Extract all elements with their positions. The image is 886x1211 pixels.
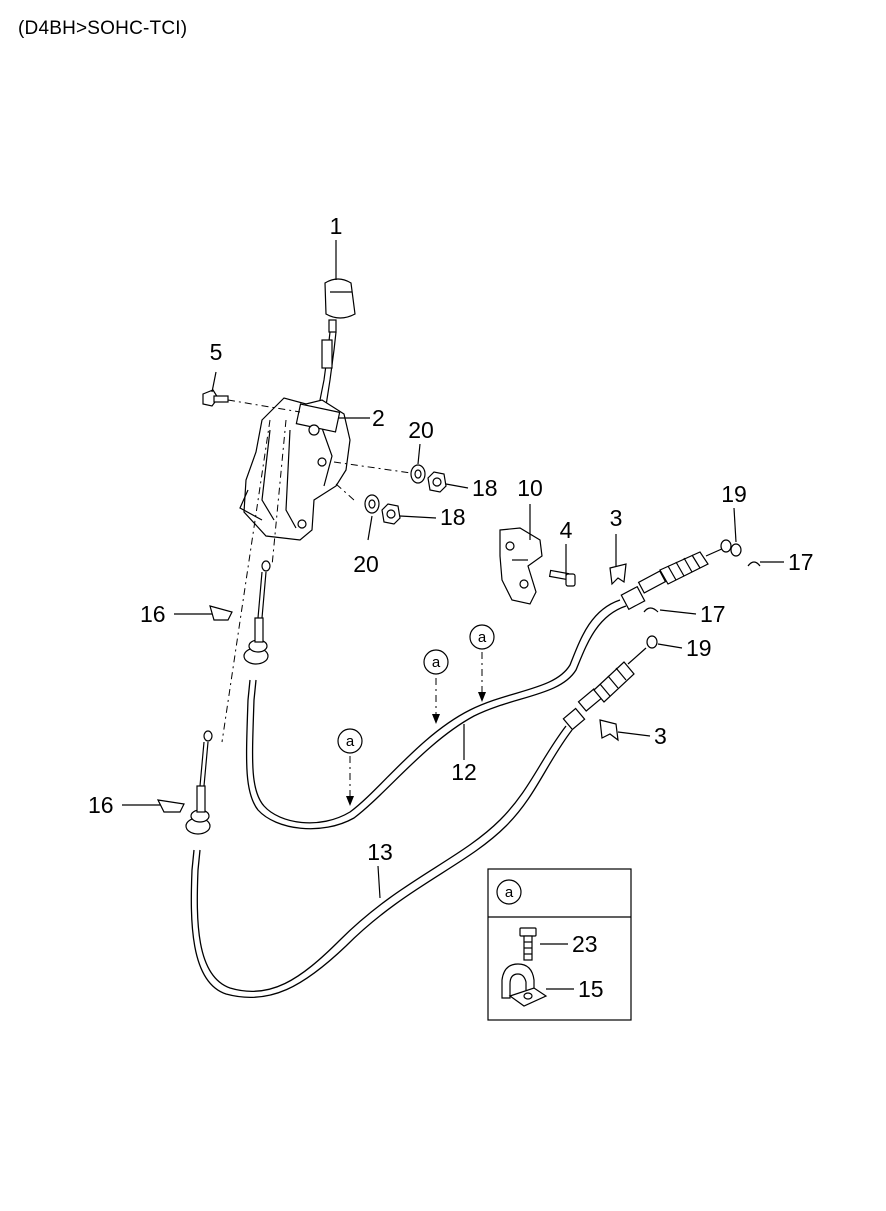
cable-12-front-end — [243, 560, 271, 665]
assembly-line — [271, 419, 287, 567]
shift-lever — [317, 331, 337, 413]
washer-19-lower — [646, 635, 658, 649]
svg-text:a: a — [478, 629, 487, 646]
cable-13-end — [562, 647, 647, 731]
assembly-line — [335, 483, 355, 501]
callout-10: 10 — [517, 475, 543, 501]
callout-15: 15 — [578, 976, 604, 1002]
assembly-line — [227, 399, 301, 413]
callout-12: 12 — [451, 759, 477, 785]
clip-17-lower — [643, 607, 659, 613]
cable-12-end — [620, 539, 732, 611]
callout-13: 13 — [367, 839, 393, 865]
callout-17-upper: 17 — [788, 549, 814, 575]
assembly-line — [333, 461, 419, 475]
leader-lines — [122, 240, 784, 899]
detail-legend-box: a 23 15 — [487, 868, 632, 1021]
cable-bracket — [499, 527, 543, 605]
clip-3-upper — [609, 563, 627, 586]
bolt-4 — [548, 569, 576, 587]
callout-16-upper: 16 — [140, 601, 166, 627]
marker-a-1: a — [337, 728, 363, 754]
callout-3-upper: 3 — [610, 505, 623, 531]
cable-13 — [196, 725, 567, 993]
bolt-5 — [202, 389, 229, 407]
cable-12 — [251, 599, 621, 824]
callout-20-lower: 20 — [353, 551, 379, 577]
callout-18-lower: 18 — [440, 504, 466, 530]
callout-19-lower: 19 — [686, 635, 712, 661]
clip-17-upper — [747, 561, 761, 567]
callout-17-lower: 17 — [700, 601, 726, 627]
callout-23: 23 — [572, 931, 598, 957]
nut-18-upper — [427, 471, 447, 493]
washer-19-upper — [730, 543, 742, 557]
marker-arrow — [346, 652, 486, 806]
svg-text:a: a — [432, 654, 441, 671]
washer-20-lower — [364, 494, 380, 514]
callout-20-upper: 20 — [408, 417, 434, 443]
assembly-line — [221, 419, 271, 743]
clip-16-lower — [156, 799, 185, 813]
shifter-housing — [239, 397, 351, 541]
bolt-23 — [519, 927, 537, 961]
clamp-15 — [501, 963, 548, 1007]
svg-text:a: a — [346, 733, 355, 750]
cable-13-front-end — [185, 730, 213, 835]
callout-5: 5 — [210, 339, 223, 365]
callout-4: 4 — [560, 517, 573, 543]
marker-a-3: a — [469, 624, 495, 650]
clip-16-upper — [209, 605, 233, 621]
page-title: (D4BH>SOHC-TCI) — [18, 18, 188, 39]
clip-3-lower — [599, 719, 619, 742]
callout-18-upper: 18 — [472, 475, 498, 501]
nut-18-lower — [381, 503, 401, 525]
callout-16-lower: 16 — [88, 792, 114, 818]
callout-19-upper: 19 — [721, 481, 747, 507]
callout-2: 2 — [372, 405, 385, 431]
washer-20-upper — [410, 464, 426, 484]
legend-marker-a: a — [505, 884, 514, 901]
shift-knob — [324, 278, 356, 333]
marker-a-2: a — [423, 649, 449, 675]
callout-1: 1 — [330, 213, 343, 239]
callout-3-lower: 3 — [654, 723, 667, 749]
